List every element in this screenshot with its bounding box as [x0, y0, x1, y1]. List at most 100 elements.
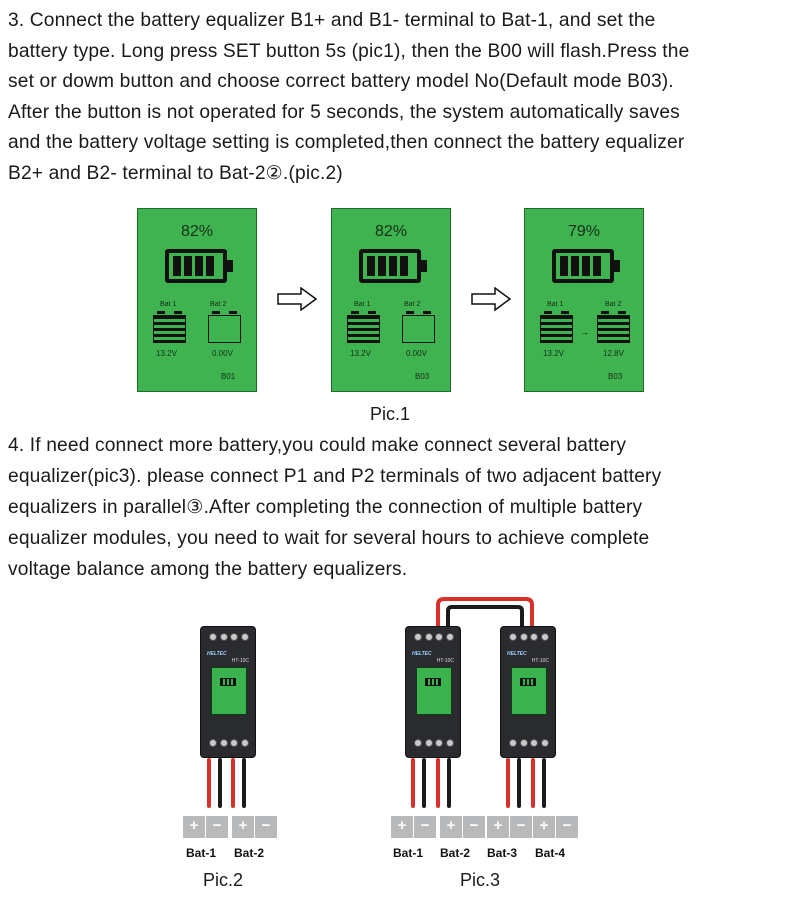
battery-label: Bat-2 — [234, 846, 265, 860]
equalizer-module: HELTEC HT-10C — [500, 626, 556, 758]
minus-terminal: − — [556, 816, 578, 838]
lcd-screen-1: 82% Bat 1 Bat 2 13.2V 0.00V B01 — [137, 208, 257, 392]
red-wire — [436, 758, 440, 808]
step-4-line: 4. If need connect more battery,you coul… — [8, 435, 627, 456]
plus-terminal: + — [183, 816, 205, 838]
step-3-line: battery type. Long press SET button 5s (… — [8, 40, 690, 62]
bat1-voltage: 13.2V — [156, 349, 177, 358]
pic3-caption: Pic.3 — [460, 870, 501, 890]
bat1-cell-icon — [540, 311, 573, 343]
red-wire — [411, 758, 415, 808]
module-screen — [416, 667, 452, 715]
battery-label: Bat-1 — [186, 846, 217, 860]
red-wire — [231, 758, 235, 808]
bat1-cell-icon — [153, 311, 186, 343]
equalizer-module: HELTEC HT-10C — [405, 626, 461, 758]
right-arrow-icon — [277, 287, 317, 311]
black-wire — [447, 758, 451, 808]
black-wire — [422, 758, 426, 808]
battery-label: Bat-1 — [393, 846, 424, 860]
battery-bat-1: + − — [391, 816, 437, 838]
battery-mode: B01 — [221, 372, 236, 381]
step-3-instructions: 3. Connect the battery equalizer B1+ and… — [8, 6, 794, 189]
model-label: HT-10C — [531, 658, 549, 664]
battery-mode: B03 — [608, 372, 623, 381]
bottom-terminals — [209, 739, 249, 749]
bat1-label: Bat 1 — [160, 301, 177, 308]
bat2-voltage: 0.00V — [212, 349, 233, 358]
battery-mode: B03 — [415, 372, 430, 381]
equalizer-module: HELTEC HT-10C — [200, 626, 256, 758]
step-3-line: B2+ and B2- terminal to Bat-2②.(pic.2) — [8, 162, 343, 184]
battery-bat-4: + − — [533, 816, 579, 838]
step-4-line: equalizer(pic3). please connect P1 and P… — [8, 466, 662, 487]
bat2-cell-icon — [208, 311, 241, 343]
module-screen — [211, 667, 247, 715]
bat1-voltage: 13.2V — [543, 349, 564, 358]
bat1-cell-icon — [347, 311, 380, 343]
top-terminals — [509, 633, 549, 643]
minus-terminal: − — [414, 816, 436, 838]
step-4-line: equalizers in parallel③.After completing… — [8, 497, 643, 518]
step-4-line: voltage balance among the battery equali… — [8, 559, 408, 580]
lcd-screen-3: 79% Bat 1 Bat 2 → 13.2V 12.8V B03 — [524, 208, 644, 392]
brand-logo: HELTEC — [412, 651, 432, 657]
bat1-label: Bat 1 — [547, 301, 564, 308]
battery-percent: 82% — [374, 223, 408, 240]
step-4-instructions: 4. If need connect more battery,you coul… — [8, 430, 794, 585]
lcd-screen-2: 82% Bat 1 Bat 2 13.2V 0.00V B03 — [331, 208, 451, 392]
bat1-label: Bat 1 — [354, 301, 371, 308]
bat2-label: Bat 2 — [404, 301, 421, 308]
brand-logo: HELTEC — [507, 651, 527, 657]
black-wire — [542, 758, 546, 808]
black-wire — [517, 758, 521, 808]
model-label: HT-10C — [436, 658, 454, 664]
step-3-line: and the battery voltage setting is compl… — [8, 132, 685, 153]
bat2-label: Bat 2 — [210, 301, 227, 308]
battery-percent: 79% — [567, 223, 601, 240]
battery-bat-3: + − — [487, 816, 533, 838]
battery-level-icon — [552, 249, 620, 283]
top-terminals — [209, 633, 249, 643]
battery-bat-1: + − — [183, 816, 229, 838]
bat2-voltage: 0.00V — [406, 349, 427, 358]
minus-terminal: − — [463, 816, 485, 838]
bottom-terminals — [414, 739, 454, 749]
pic1-caption: Pic.1 — [370, 404, 411, 424]
battery-percent: 82% — [180, 223, 214, 240]
red-wire — [531, 758, 535, 808]
right-arrow-icon — [471, 287, 511, 311]
plus-terminal: + — [487, 816, 509, 838]
battery-bat-2: + − — [440, 816, 486, 838]
bat2-cell-icon — [402, 311, 435, 343]
brand-logo: HELTEC — [207, 651, 227, 657]
bat2-label: Bat 2 — [605, 301, 622, 308]
module-screen — [511, 667, 547, 715]
minus-terminal: − — [206, 816, 228, 838]
battery-label: Bat-4 — [535, 846, 566, 860]
battery-label: Bat-3 — [487, 846, 518, 860]
minus-terminal: − — [510, 816, 532, 838]
parallel-connection-wires — [436, 597, 534, 635]
plus-terminal: + — [440, 816, 462, 838]
battery-label: Bat-2 — [440, 846, 471, 860]
red-wire — [207, 758, 211, 808]
plus-terminal: + — [391, 816, 413, 838]
pic2-caption: Pic.2 — [203, 870, 244, 890]
step-3-line: 3. Connect the battery equalizer B1+ and… — [8, 10, 656, 31]
battery-level-icon — [165, 249, 233, 283]
bat1-voltage: 13.2V — [350, 349, 371, 358]
top-terminals — [414, 633, 454, 643]
bat2-cell-icon — [597, 311, 630, 343]
black-wire — [218, 758, 222, 808]
bottom-terminals — [509, 739, 549, 749]
battery-bat-2: + − — [232, 816, 278, 838]
bat2-voltage: 12.8V — [603, 349, 624, 358]
minus-terminal: − — [255, 816, 277, 838]
transfer-arrow-icon: → — [580, 327, 589, 337]
step-4-line: equalizer modules, you need to wait for … — [8, 528, 650, 549]
black-wire — [242, 758, 246, 808]
model-label: HT-10C — [231, 658, 249, 664]
plus-terminal: + — [232, 816, 254, 838]
battery-level-icon — [359, 249, 427, 283]
